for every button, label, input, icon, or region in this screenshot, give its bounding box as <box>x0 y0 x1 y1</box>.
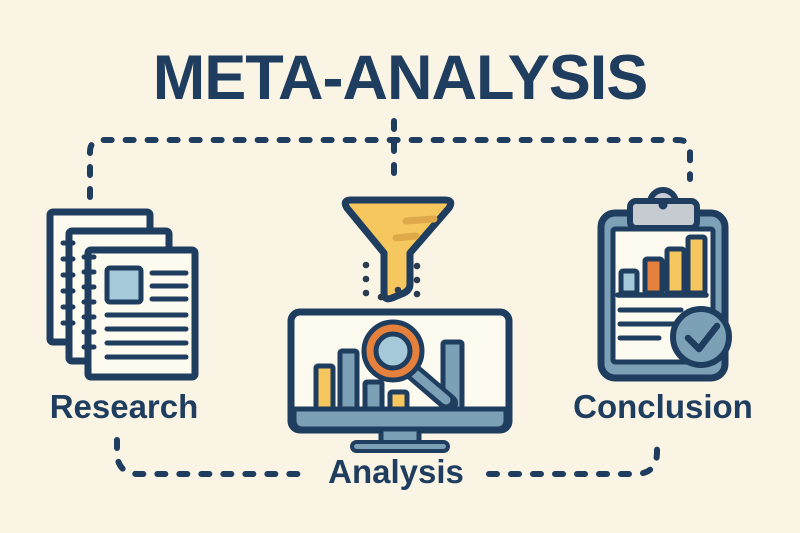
funnel-stripe <box>402 215 438 225</box>
monitor-bar-chart-magnifier-icon <box>287 308 513 453</box>
bar <box>685 234 708 296</box>
funnel-stripe <box>392 232 420 242</box>
clip-dot <box>658 200 668 210</box>
monitor-base <box>350 440 450 453</box>
clipboard-bar-chart <box>615 234 709 298</box>
bar <box>337 348 360 412</box>
bar <box>313 363 336 412</box>
clipboard-bar-chart-check-icon <box>597 187 732 382</box>
dashed-research-to-analysis <box>114 437 310 477</box>
binding-ticks-middle-page <box>60 240 76 326</box>
dashed-bracket <box>87 137 693 200</box>
magnifier-icon <box>361 319 458 412</box>
magnifier-handle <box>408 367 451 405</box>
bottom-connector-dashed-lines <box>114 437 660 477</box>
check-mark <box>684 322 721 353</box>
droplet-dots <box>362 261 421 301</box>
clipboard-text-lines <box>617 307 684 341</box>
binding-ticks-front-page <box>81 254 97 350</box>
page-title: META-ANALYSIS <box>152 43 649 113</box>
funnel-body <box>341 196 455 303</box>
top-connector-dashed-lines <box>87 118 693 200</box>
bar <box>387 389 410 412</box>
dashed-analysis-to-conclusion <box>486 437 660 477</box>
check-circle <box>670 306 732 368</box>
bar <box>642 256 665 296</box>
monitor-bezel <box>291 406 509 432</box>
magnifier-lens <box>373 331 413 371</box>
stage-label-analysis: Analysis <box>328 453 464 490</box>
funnel-icon <box>341 196 455 303</box>
stacked-documents-icon <box>46 208 199 381</box>
bar <box>362 379 385 412</box>
check-circle-icon <box>670 306 732 368</box>
document-text-lines <box>104 270 189 360</box>
stage-label-research: Research <box>49 388 199 425</box>
document-image-placeholder <box>104 265 144 305</box>
stage-label-conclusion: Conclusion <box>573 388 753 425</box>
bar <box>664 246 687 296</box>
bar <box>618 268 640 296</box>
